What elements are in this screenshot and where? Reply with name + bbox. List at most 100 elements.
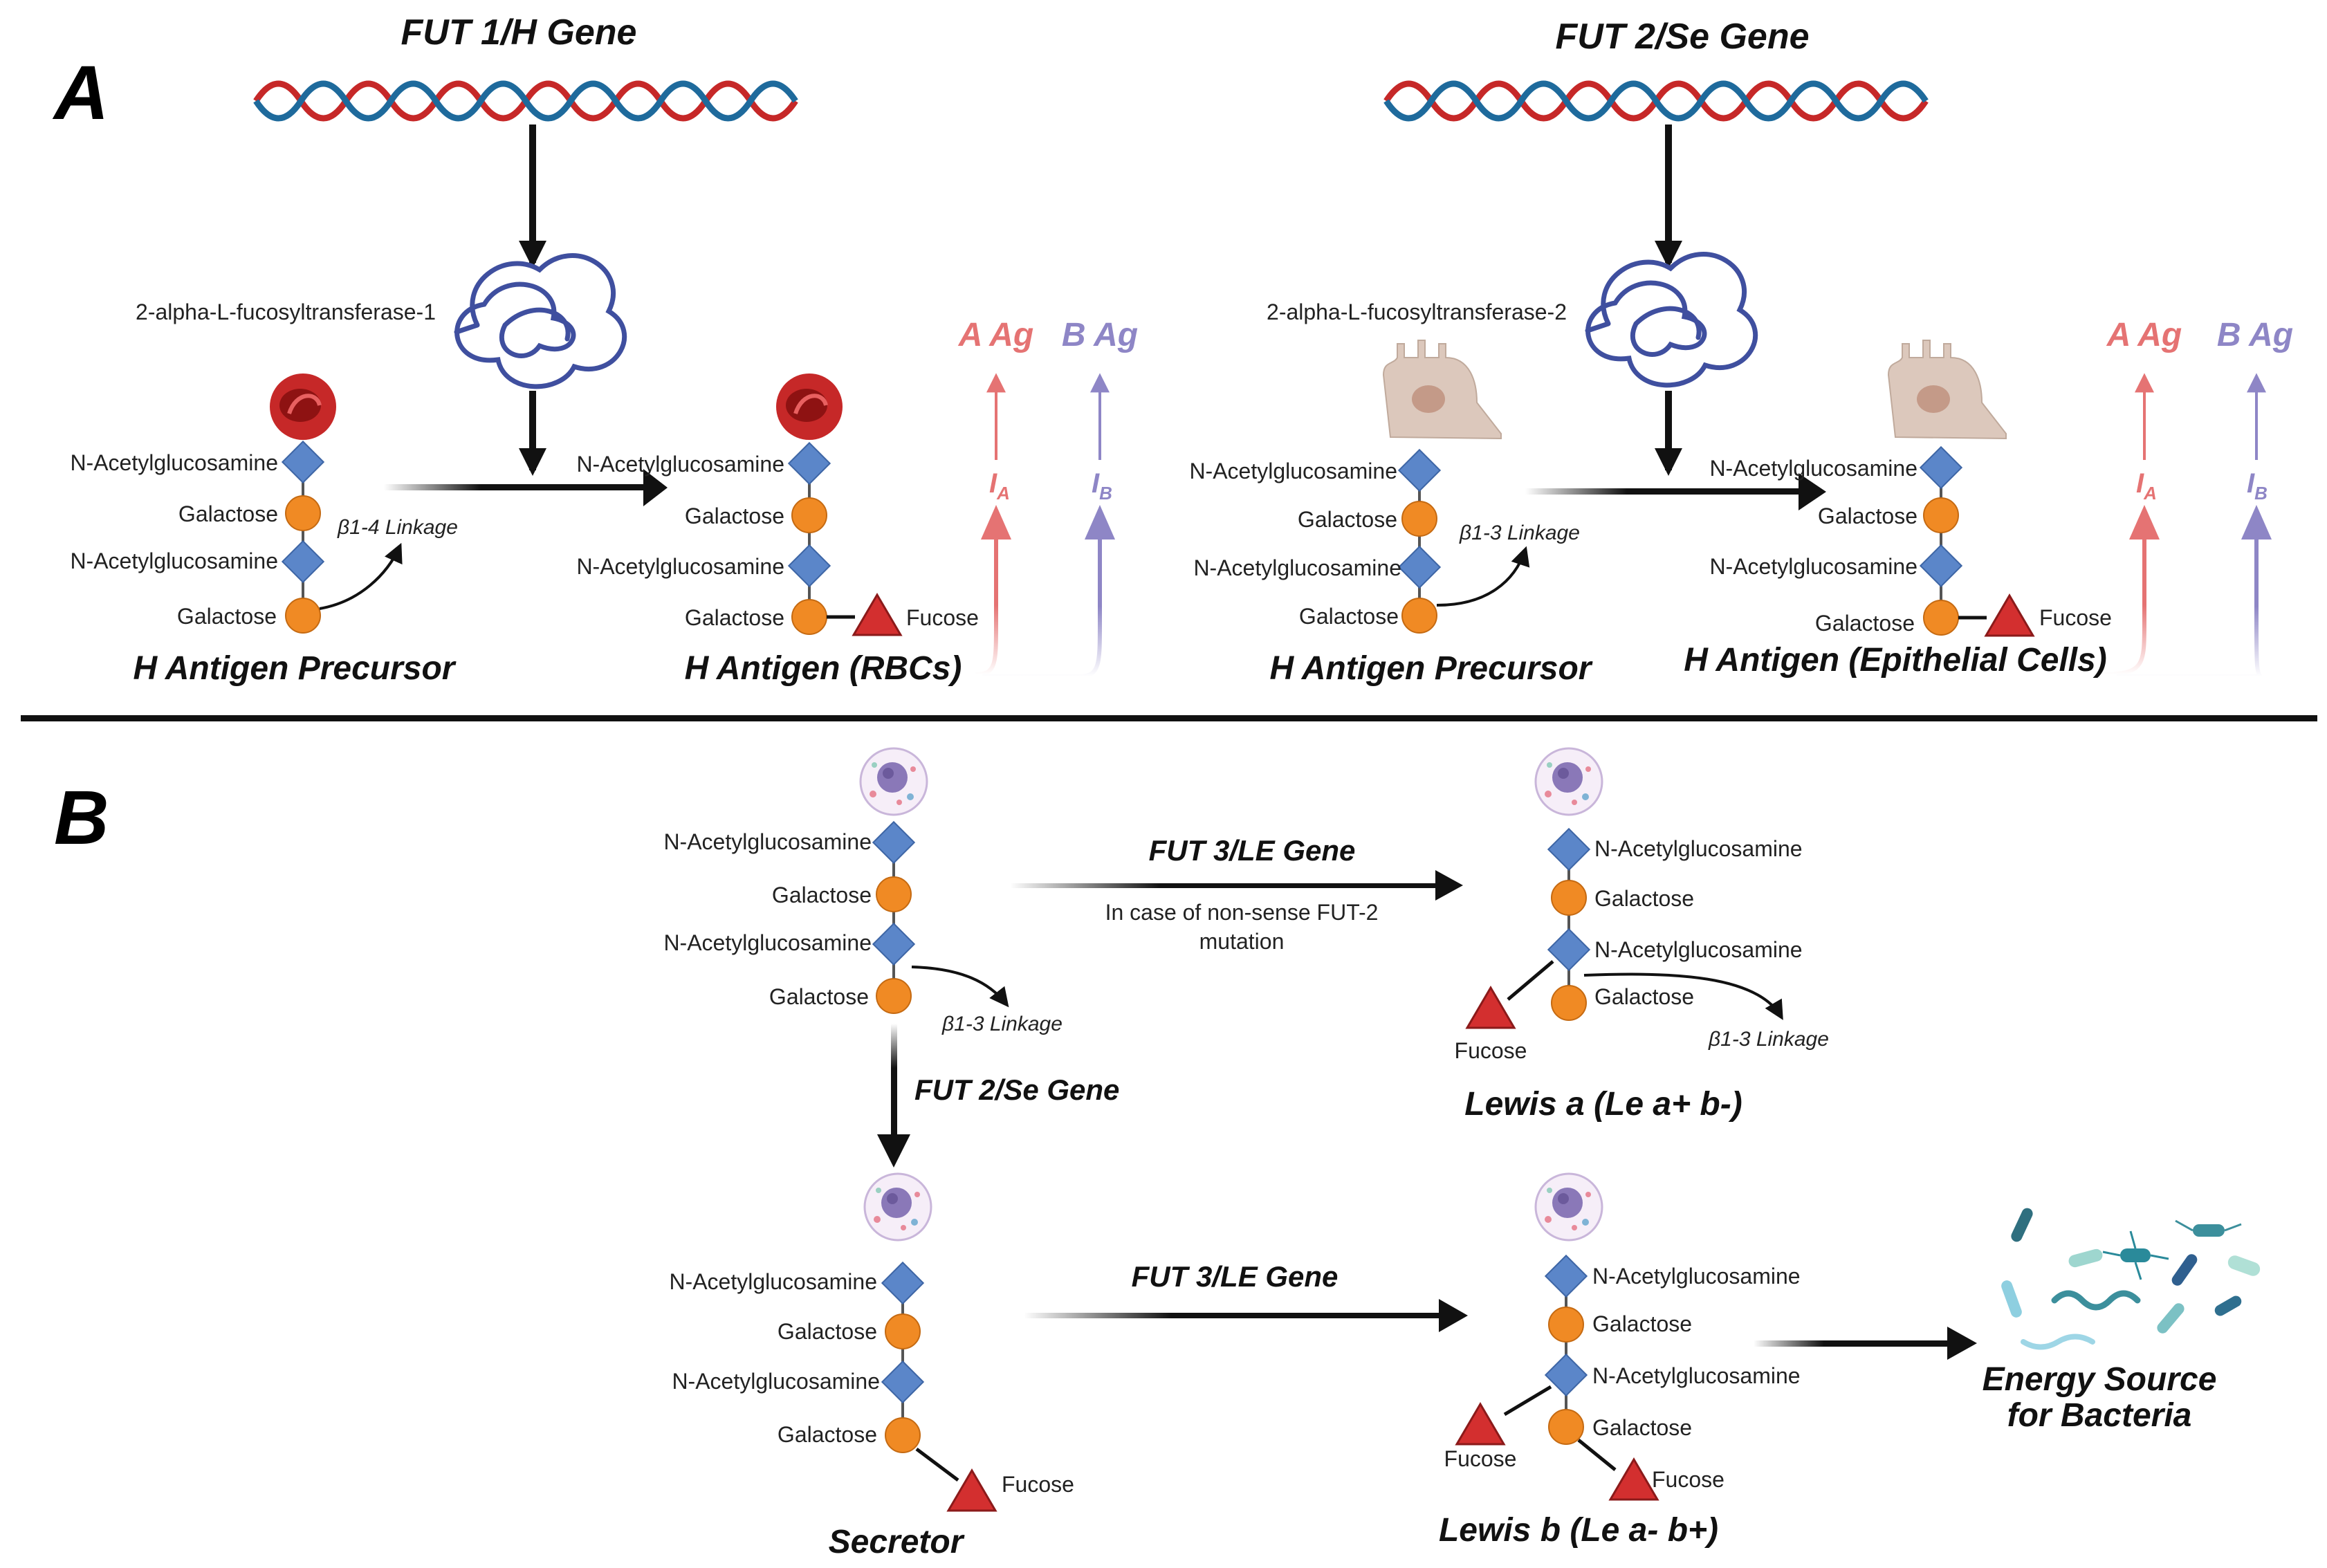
energy-title-line2: for Bacteria	[2007, 1397, 2192, 1434]
h-rbc-title: H Antigen (RBCs)	[685, 650, 962, 687]
fucose-icon	[1466, 986, 1516, 1029]
a-allele-arrow-head	[2129, 505, 2160, 539]
allele-b-label: IB	[1092, 468, 1112, 504]
fucose-icon	[1609, 1458, 1659, 1501]
galactose-icon	[1551, 880, 1587, 916]
galactose-label: Galactose	[1298, 507, 1397, 532]
b-bottom-arrow-shaft	[1024, 1313, 1446, 1318]
galactose-icon	[1923, 600, 1959, 636]
galactose-label: Galactose	[1592, 1311, 1692, 1336]
galactose-label: Galactose	[769, 984, 869, 1009]
secretory-cell-icon	[1534, 1172, 1603, 1242]
galactose-label: Galactose	[778, 1422, 877, 1447]
galactose-label: Galactose	[685, 504, 784, 528]
fucose-icon	[852, 593, 902, 636]
fucose-label: Fucose	[2039, 605, 2112, 630]
galactose-label: Galactose	[1592, 1415, 1692, 1440]
b14-linkage-label: β1-4 Linkage	[337, 516, 458, 539]
b13-linkage-label: β1-3 Linkage	[941, 1013, 1063, 1035]
b-allele-arrow-head	[1085, 505, 1115, 539]
b-allele-stem	[982, 536, 1102, 679]
b-top-arrow-head	[1435, 870, 1463, 901]
galactose-icon	[791, 497, 827, 533]
nag-icon	[1545, 1255, 1588, 1298]
b-top-arrow-shaft	[1010, 883, 1439, 888]
allele-a-label: IA	[989, 468, 1010, 504]
nag-icon	[788, 442, 831, 485]
b-antigen-label: B Ag	[2217, 317, 2293, 353]
nag-icon	[872, 923, 915, 966]
galactose-label: Galactose	[778, 1319, 877, 1344]
b13-linkage-label: β1-3 Linkage	[1459, 522, 1580, 544]
to-bacteria-arrow-shaft	[1754, 1340, 1954, 1347]
nag-icon	[872, 821, 915, 864]
secretory-cell-icon	[863, 1172, 932, 1242]
galactose-label: Galactose	[1594, 886, 1694, 911]
a-allele-stem	[2102, 536, 2146, 676]
fucose-icon	[1455, 1403, 1505, 1446]
a1-main-arrow-head	[643, 469, 668, 506]
fut3-gene-label: FUT 3/LE Gene	[1132, 1260, 1339, 1293]
galactose-icon	[876, 876, 912, 912]
nag-label: N-Acetylglucosamine	[663, 829, 872, 854]
enzyme2-label: 2-alpha-L-fucosyltransferase-2	[1267, 299, 1567, 324]
b-antigen-label: B Ag	[1062, 317, 1138, 353]
secretory-cell-icon	[859, 747, 928, 816]
bacteria-icon	[2001, 1208, 2261, 1350]
a2-main-arrow-shaft	[1525, 488, 1816, 495]
enzyme-coil-icon	[457, 256, 625, 387]
to-bacteria-arrow-head	[1947, 1327, 1977, 1360]
nonsense-note-line2: mutation	[1199, 929, 1285, 954]
nag-label: N-Acetylglucosamine	[669, 1269, 877, 1294]
galactose-icon	[1923, 497, 1959, 533]
galactose-label: Galactose	[1815, 611, 1915, 636]
nag-label: N-Acetylglucosamine	[70, 548, 278, 573]
nag-icon	[1398, 449, 1441, 492]
galactose-icon	[1401, 501, 1437, 537]
nag-label: N-Acetylglucosamine	[1709, 456, 1917, 481]
nag-label: N-Acetylglucosamine	[663, 930, 872, 955]
secretory-cell-icon	[1534, 747, 1603, 816]
epithelial-cell-icon	[1383, 340, 1502, 439]
nag-icon	[788, 544, 831, 587]
fucose-label: Fucose	[1455, 1038, 1527, 1063]
nag-label: N-Acetylglucosamine	[1592, 1363, 1801, 1388]
a-allele-stem	[975, 536, 998, 676]
b-allele-stem	[2117, 536, 2263, 679]
nag-label: N-Acetylglucosamine	[70, 450, 278, 475]
a-allele-arrow-head	[981, 505, 1011, 539]
nag-label: N-Acetylglucosamine	[576, 554, 784, 579]
nag-label: N-Acetylglucosamine	[1193, 555, 1401, 580]
nonsense-note-line1: In case of non-sense FUT-2	[1105, 900, 1379, 925]
nag-label: N-Acetylglucosamine	[576, 452, 784, 477]
galactose-label: Galactose	[177, 604, 277, 629]
nag-label: N-Acetylglucosamine	[1592, 1264, 1801, 1289]
nag-label: N-Acetylglucosamine	[1594, 937, 1803, 962]
panel-divider	[21, 715, 2317, 721]
galactose-label: Galactose	[178, 501, 278, 526]
fucose-bond	[1507, 960, 1554, 1001]
enzyme1-label: 2-alpha-L-fucosyltransferase-1	[136, 299, 436, 324]
galactose-icon	[1548, 1307, 1584, 1343]
nag-label: N-Acetylglucosamine	[1594, 836, 1803, 861]
nag-label: N-Acetylglucosamine	[672, 1369, 880, 1394]
h-precursor-title: H Antigen Precursor	[1270, 650, 1593, 687]
red-blood-cell-icon	[776, 373, 843, 440]
lewis-a-title: Lewis a (Le a+ b-)	[1464, 1086, 1742, 1123]
nag-icon	[1920, 446, 1962, 489]
galactose-label: Galactose	[772, 883, 872, 907]
galactose-label: Galactose	[1818, 504, 1917, 528]
dna-helix-icon	[1386, 84, 1926, 118]
allele-a-label: IA	[2136, 468, 2157, 504]
fucose-label: Fucose	[906, 605, 979, 630]
nag-label: N-Acetylglucosamine	[1709, 554, 1917, 579]
secretor-title: Secretor	[829, 1524, 965, 1560]
nag-icon	[1545, 1354, 1588, 1396]
galactose-icon	[791, 599, 827, 635]
lewis-b-title: Lewis b (Le a- b+)	[1439, 1512, 1718, 1549]
b13-linkage-arrow	[1583, 972, 1783, 1020]
galactose-label: Galactose	[685, 605, 784, 630]
a1-main-arrow-shaft	[384, 484, 661, 490]
b13-linkage-label: β1-3 Linkage	[1708, 1028, 1829, 1051]
